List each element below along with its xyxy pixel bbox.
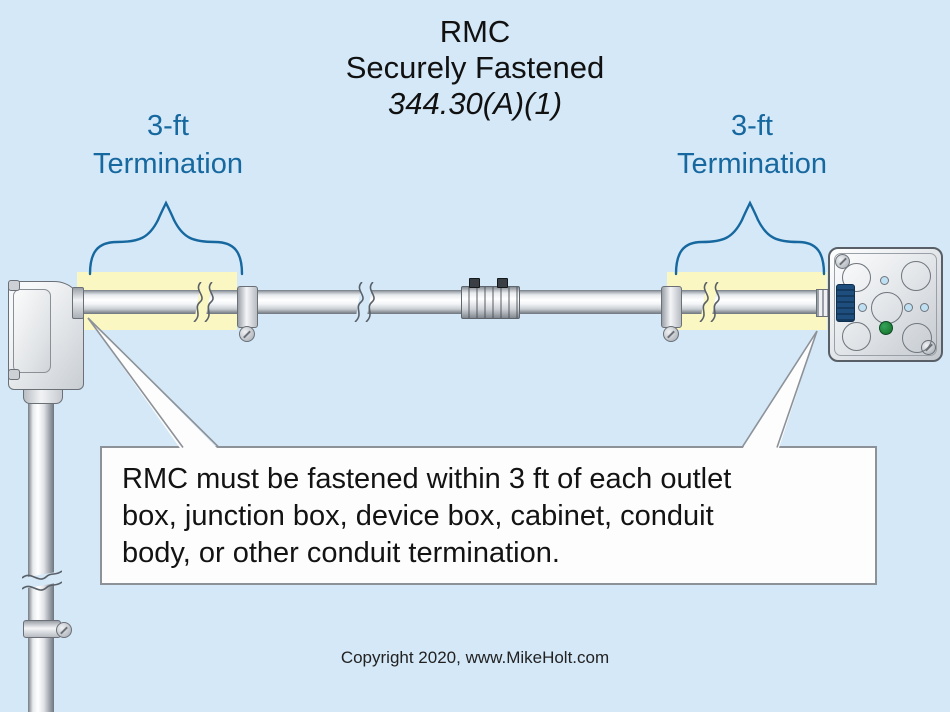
left-brace-icon [88,200,244,276]
label-line: 3-ft [147,110,189,142]
callout-text: RMC must be fastened within 3 ft of each… [102,448,875,572]
strap-screw-icon [239,326,255,342]
conduit-strap-left [237,286,258,328]
right-brace-icon [674,200,826,276]
title-code-reference: 344.30(A)(1) [387,86,563,121]
label-line: Termination [677,148,827,180]
elbow-screw-icon [8,369,20,380]
callout-box: RMC must be fastened within 3 ft of each… [100,446,877,585]
break-mark-icon [699,282,720,322]
conduit-strap-right [661,286,682,328]
label-line: 3-ft [731,110,773,142]
locknut [836,284,855,322]
elbow-cover-plate [13,289,51,373]
box-screw-icon [835,254,850,269]
coupling-set-screw-icon [497,278,508,288]
strap-screw-icon [56,622,72,638]
break-mark-icon [354,282,375,322]
junction-box [828,247,943,362]
break-mark-icon [22,570,62,591]
callout-line: RMC must be fastened within 3 ft of each… [122,463,732,495]
mounting-hole [904,303,913,312]
mounting-hole [858,303,867,312]
diagram-title: RMC Securely Fastened 344.30(A)(1) [0,14,950,122]
junction-box-rim [834,253,937,356]
callout-line: body, or other conduit termination. [122,537,560,569]
right-termination-label: 3-ft Termination [624,107,880,183]
copyright-text: Copyright 2020, www.MikeHolt.com [340,648,610,667]
knockout-circle [842,322,871,351]
strap-screw-icon [663,326,679,342]
elbow-collar [72,287,84,319]
coupling-set-screw-icon [469,278,480,288]
break-mark-icon [193,282,214,322]
left-termination-label: 3-ft Termination [40,107,296,183]
title-line-2: Securely Fastened [345,50,605,85]
callout-line: box, junction box, device box, cabinet, … [122,500,714,532]
vertical-conduit [28,396,54,712]
conduit-coupling [461,286,520,319]
mounting-hole [920,303,929,312]
title-line-1: RMC [439,14,511,49]
knockout-circle-center [871,292,903,324]
ground-screw-icon [879,321,893,335]
knockout-circle [901,261,931,291]
callout-pointer-left [88,318,220,451]
knockout-circle [902,323,932,353]
knockout-circle [842,263,871,292]
label-line: Termination [93,148,243,180]
mounting-hole [880,276,889,285]
callout-pointer-right [741,331,817,451]
elbow-screw-icon [8,280,20,291]
